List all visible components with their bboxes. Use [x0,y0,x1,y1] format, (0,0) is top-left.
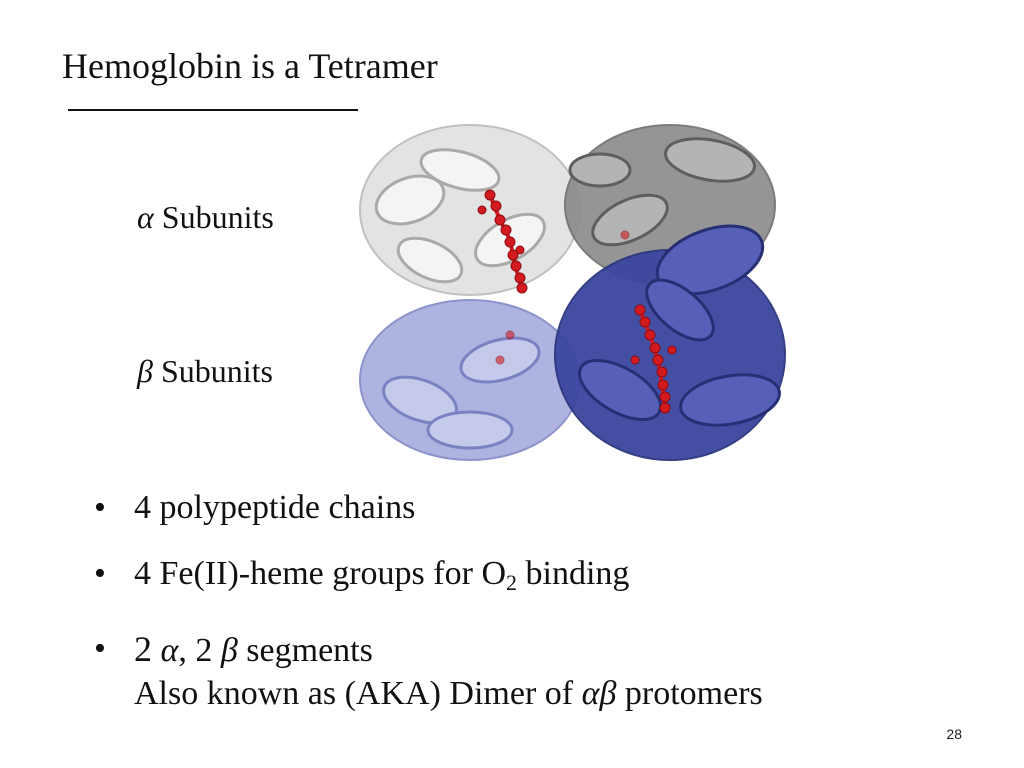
bullet-segments-text: segments [246,632,373,669]
bullet-list: 4 polypeptide chains 4 Fe(II)-heme group… [92,486,763,715]
hemoglobin-structure-image [359,124,786,461]
title-underline [68,109,358,111]
alpha-subunits-label: α Subunits [137,198,274,236]
dimer-note: Also known as (AKA) Dimer of αβ protomer… [134,673,763,715]
bullet-text-post: binding [525,555,630,592]
alpha-symbol: α [137,199,154,235]
bullet-segments: 2 α, 2 β segments Also known as (AKA) Di… [92,627,763,715]
heme-group-bottom [630,304,677,414]
bullet-text-pre: 4 Fe(II)-heme groups for O [134,555,506,592]
page-number: 28 [946,726,962,742]
beta-chain-left [359,299,581,461]
slide-title: Hemoglobin is a Tetramer [62,46,438,86]
beta-symbol-inline: β [220,632,238,669]
heme-group-top [477,189,528,294]
bullet-number: 2 [134,629,152,669]
alpha-beta-symbol: αβ [581,675,617,712]
beta-symbol: β [137,353,153,389]
alpha-symbol-inline: α [160,632,179,669]
alpha-chain-left [359,124,581,296]
bullet-polypeptide-chains: 4 polypeptide chains [92,486,763,530]
beta-chain-right [554,224,786,461]
bullet-heme-groups: 4 Fe(II)-heme groups for O2 binding [92,552,763,605]
dimer-note-pre: Also known as (AKA) Dimer of [134,675,574,712]
beta-subunits-text: Subunits [160,353,273,389]
alpha-subunits-text: Subunits [161,199,274,235]
bullet-text: 4 polypeptide chains [134,489,416,526]
oxygen-subscript: 2 [506,570,517,595]
heme-group-hidden [495,230,630,365]
beta-subunits-label: β Subunits [137,352,273,390]
dimer-note-post: protomers [624,675,763,712]
bullet-mid-text: , 2 [178,632,213,669]
